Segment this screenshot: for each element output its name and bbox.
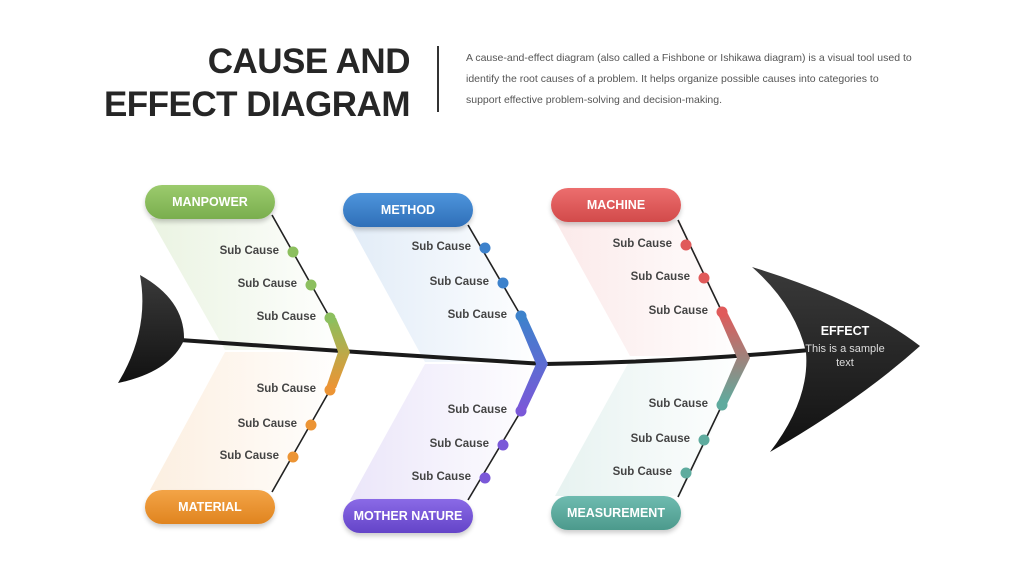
- description: A cause-and-effect diagram (also called …: [466, 52, 912, 106]
- joint-manpower-material: [326, 318, 350, 388]
- title-line-2: EFFECT DIAGRAM: [103, 85, 411, 124]
- sub-cause-label: Sub Cause: [648, 398, 708, 410]
- joint-machine-measurement: [717, 312, 750, 404]
- sub-cause-dot: [716, 399, 728, 411]
- sub-cause-label: Sub Cause: [411, 241, 471, 253]
- sub-cause-label: Sub Cause: [612, 466, 672, 478]
- spine: [179, 338, 811, 367]
- title-line-1: CAUSE AND: [207, 42, 411, 81]
- sub-cause-label: Sub Cause: [256, 383, 316, 395]
- effect-title: EFFECT: [820, 324, 870, 338]
- category-manpower[interactable]: MANPOWER: [145, 185, 275, 219]
- sub-cause-dot: [698, 434, 710, 446]
- bones: [271, 214, 723, 501]
- sub-cause-label: Sub Cause: [411, 471, 471, 483]
- fish-tail: [118, 275, 185, 383]
- sub-cause-dot: [305, 419, 317, 431]
- page-title: CAUSE AND EFFECT DIAGRAM: [103, 40, 411, 126]
- sub-cause-label: Sub Cause: [630, 271, 690, 283]
- sub-cause-dot: [716, 306, 728, 318]
- sub-cause-label: Sub Cause: [237, 418, 297, 430]
- category-machine[interactable]: MACHINE: [551, 188, 681, 222]
- category-method[interactable]: METHOD: [343, 193, 473, 227]
- sub-cause-dot: [324, 312, 336, 324]
- sub-cause-label: Sub Cause: [447, 404, 507, 416]
- joint-method-nature: [516, 316, 548, 410]
- sub-cause-dot: [479, 472, 491, 484]
- sub-cause-label: Sub Cause: [256, 311, 316, 323]
- sub-cause-label: Sub Cause: [447, 309, 507, 321]
- sub-cause-label: Sub Cause: [219, 450, 279, 462]
- sub-cause-dot: [515, 310, 527, 322]
- effect-text: This is a sample text: [805, 343, 885, 369]
- sub-cause-dot: [680, 239, 692, 251]
- sub-cause-dot: [287, 246, 299, 258]
- sub-cause-label: Sub Cause: [630, 433, 690, 445]
- sub-cause-label: Sub Cause: [648, 305, 708, 317]
- sub-cause-dot: [479, 242, 491, 254]
- effect-box: EFFECT This is a sample text: [800, 324, 890, 370]
- sub-cause-dot: [515, 405, 527, 417]
- category-shading: [150, 215, 748, 500]
- sub-cause-label: Sub Cause: [612, 238, 672, 250]
- sub-cause-label: Sub Cause: [429, 438, 489, 450]
- category-material[interactable]: MATERIAL: [145, 490, 275, 524]
- sub-cause-dot: [680, 467, 692, 479]
- sub-cause-dot: [305, 279, 317, 291]
- sub-cause-dot: [497, 277, 509, 289]
- sub-cause-dot: [287, 451, 299, 463]
- sub-cause-label: Sub Cause: [429, 276, 489, 288]
- category-measurement[interactable]: MEASUREMENT: [551, 496, 681, 530]
- sub-cause-label: Sub Cause: [237, 278, 297, 290]
- sub-cause-label: Sub Cause: [219, 245, 279, 257]
- category-mother-nature[interactable]: MOTHER NATURE: [343, 499, 473, 533]
- fish-head: [752, 267, 920, 452]
- sub-cause-dot: [698, 272, 710, 284]
- divider: [437, 46, 439, 112]
- sub-cause-dot: [324, 384, 336, 396]
- sub-cause-dot: [497, 439, 509, 451]
